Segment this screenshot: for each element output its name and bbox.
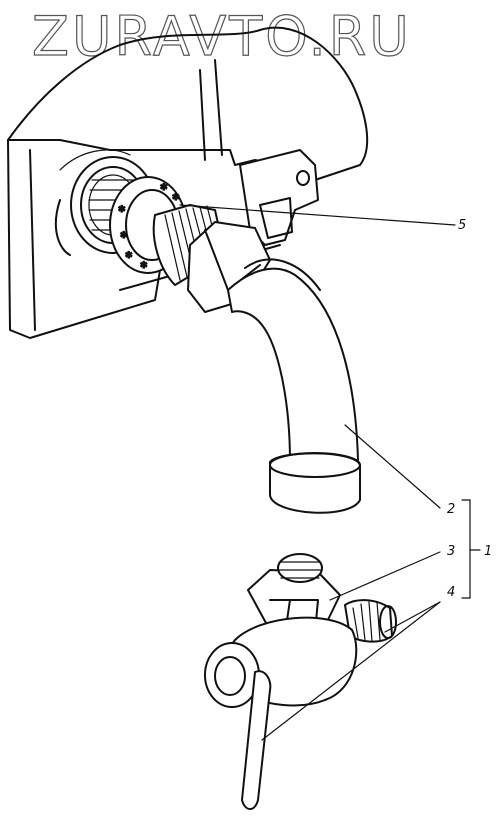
svg-text:✱: ✱ [118, 205, 126, 215]
callout-3: 3 [447, 544, 455, 559]
leader-lines [179, 204, 481, 741]
callout-4: 4 [447, 585, 455, 600]
svg-text:✱: ✱ [160, 183, 168, 193]
svg-text:✱: ✱ [172, 193, 180, 203]
callout-2: 2 [447, 502, 455, 517]
callout-5: 5 [458, 218, 466, 233]
drain-cock [204, 553, 397, 810]
lever-handle [241, 670, 272, 810]
svg-text:✱: ✱ [140, 261, 148, 271]
svg-text:✱: ✱ [120, 231, 128, 241]
watermark-text: ZURAVTO.RU [32, 5, 412, 68]
watermark: ZURAVTO.RU [31, 4, 412, 68]
callout-1: 1 [484, 544, 492, 559]
svg-text:✱: ✱ [125, 251, 133, 261]
pipe-elbow [227, 258, 361, 514]
